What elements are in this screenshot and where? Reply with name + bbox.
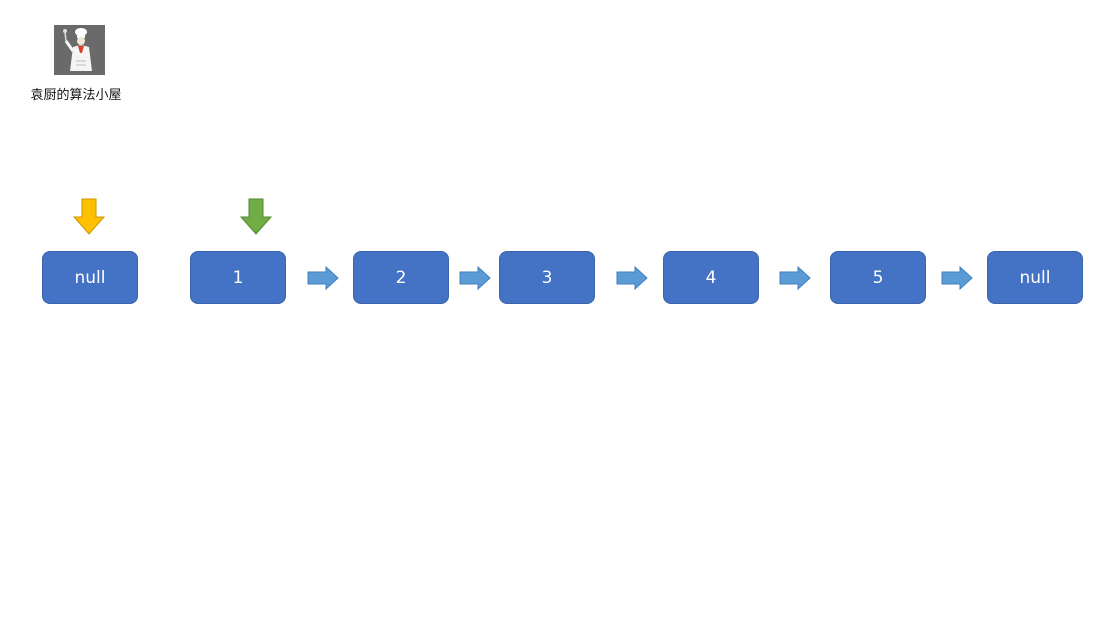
next-link-arrow-icon <box>459 266 491 290</box>
next-link-arrow-icon <box>616 266 648 290</box>
list-node-prev-null: null <box>42 251 138 304</box>
list-node-tail-null: null <box>987 251 1083 304</box>
current-pointer-arrow-icon <box>240 198 272 235</box>
list-node-5: 5 <box>830 251 926 304</box>
next-link-arrow-icon <box>779 266 811 290</box>
next-link-arrow-icon <box>307 266 339 290</box>
chef-avatar-logo <box>54 25 105 75</box>
list-node-1: 1 <box>190 251 286 304</box>
brand-name: 袁厨的算法小屋 <box>30 88 122 103</box>
list-node-2: 2 <box>353 251 449 304</box>
list-node-3: 3 <box>499 251 595 304</box>
list-node-4: 4 <box>663 251 759 304</box>
next-link-arrow-icon <box>941 266 973 290</box>
prev-pointer-arrow-icon <box>73 198 105 235</box>
